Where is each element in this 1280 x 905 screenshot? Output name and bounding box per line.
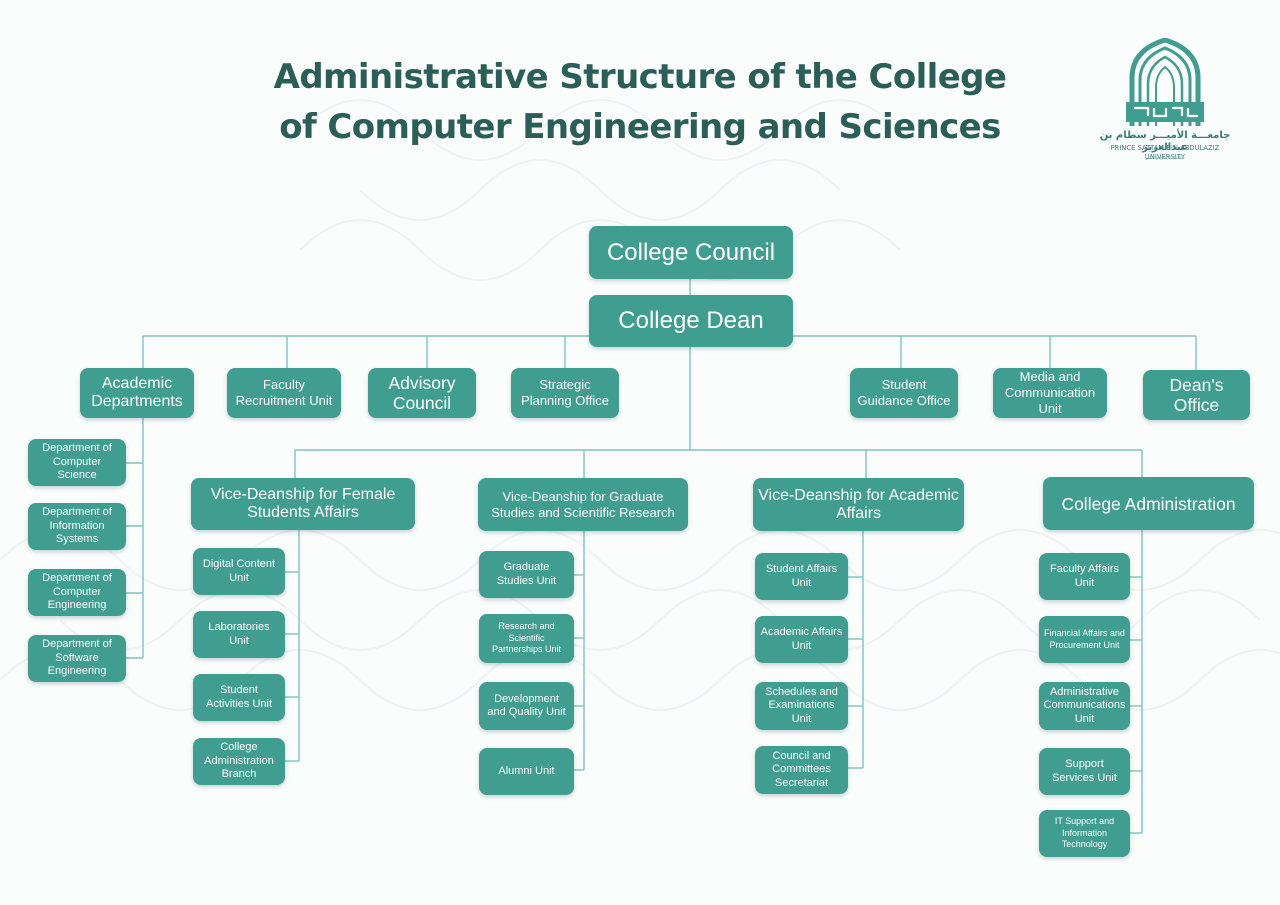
student-affairs-unit-box: Student Affairs Unit [755, 553, 848, 600]
schedules-examinations-unit-box: Schedules and Examinations Unit [755, 682, 848, 730]
college-administration-box: College Administration [1043, 477, 1254, 530]
dept-information-systems-box: Department of Information Systems [28, 503, 126, 550]
administrative-communications-unit-box: Administrative Communications Unit [1039, 682, 1130, 730]
page-title: Administrative Structure of the College … [230, 52, 1050, 152]
it-support-unit-box: IT Support and Information Technology [1039, 810, 1130, 857]
title-line-2: of Computer Engineering and Sciences [279, 107, 1001, 147]
student-activities-unit-box: Student Activities Unit [193, 674, 285, 721]
academic-departments-box: Academic Departments [80, 368, 194, 418]
vd-graduate-studies-box: Vice-Deanship for Graduate Studies and S… [478, 478, 688, 531]
dept-computer-engineering-box: Department of Computer Engineering [28, 569, 126, 616]
dept-computer-science-box: Department of Computer Science [28, 439, 126, 486]
student-guidance-office-box: Student Guidance Office [850, 368, 958, 418]
vd-female-students-box: Vice-Deanship for Female Students Affair… [191, 478, 415, 530]
logo-arabic-name: جامعـــة الأميـــر سطام بن عبدالعزيز [1099, 130, 1231, 153]
arch-emblem-icon [1126, 38, 1204, 126]
logo-tagline: مملكة الإبداع والتميز [1145, 156, 1185, 161]
academic-affairs-unit-box: Academic Affairs Unit [755, 616, 848, 663]
digital-content-unit-box: Digital Content Unit [193, 548, 285, 595]
college-dean-box: College Dean [589, 295, 793, 347]
college-council-box: College Council [589, 226, 793, 279]
strategic-planning-office-box: Strategic Planning Office [511, 368, 619, 418]
faculty-recruitment-unit-box: Faculty Recruitment Unit [227, 368, 341, 418]
dept-software-engineering-box: Department of Software Engineering [28, 635, 126, 682]
graduate-studies-unit-box: Graduate Studies Unit [479, 551, 574, 598]
title-line-1: Administrative Structure of the College [273, 57, 1007, 97]
financial-affairs-unit-box: Financial Affairs and Procurement Unit [1039, 616, 1130, 663]
college-administration-branch-box: College Administration Branch [193, 738, 285, 785]
advisory-council-box: Advisory Council [368, 368, 476, 418]
vd-academic-affairs-box: Vice-Deanship for Academic Affairs [753, 478, 964, 531]
alumni-unit-box: Alumni Unit [479, 748, 574, 795]
research-partnerships-unit-box: Research and Scientific Partnerships Uni… [479, 614, 574, 663]
logo-english-name: PRINCE SATTAM BIN ABDULAZIZ UNIVERSITY [1110, 144, 1220, 161]
deans-office-box: Dean's Office [1143, 370, 1250, 420]
council-committees-secretariat-box: Council and Committees Secretariat [755, 746, 848, 794]
university-logo: جامعـــة الأميـــر سطام بن عبدالعزيز PRI… [1090, 38, 1240, 173]
faculty-affairs-unit-box: Faculty Affairs Unit [1039, 553, 1130, 600]
development-quality-unit-box: Development and Quality Unit [479, 682, 574, 730]
support-services-unit-box: Support Services Unit [1039, 748, 1130, 795]
laboratories-unit-box: Laboratories Unit [193, 611, 285, 658]
media-communication-unit-box: Media and Communication Unit [993, 368, 1107, 418]
